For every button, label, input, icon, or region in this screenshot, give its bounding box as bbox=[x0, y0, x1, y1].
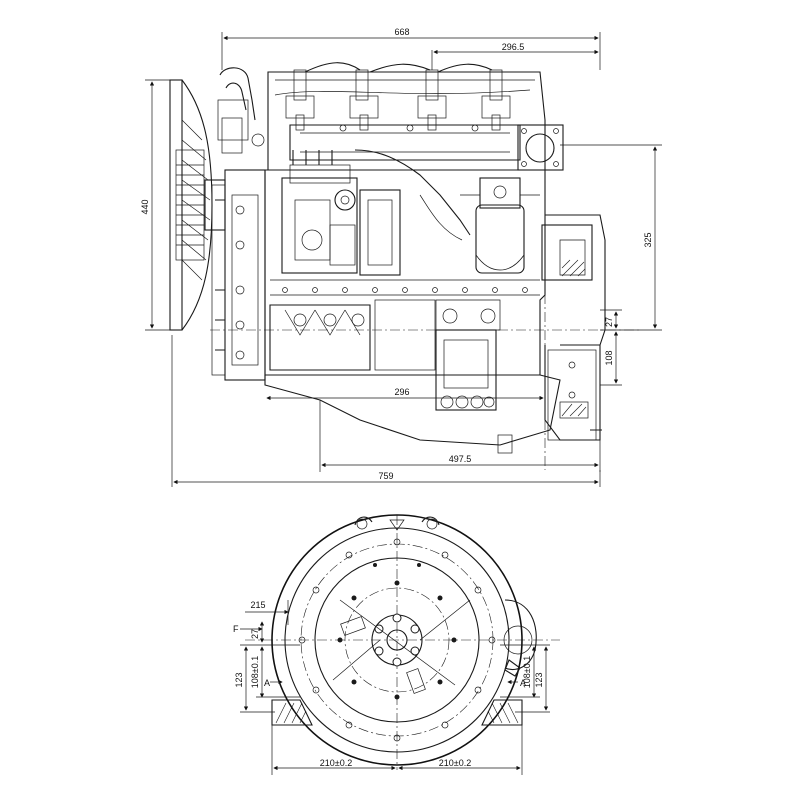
dim-215: 215 bbox=[250, 600, 265, 610]
side-view-dimensions: 668 296.5 440 325 27 108 296 497.5 759 bbox=[140, 27, 662, 487]
label-a-left: A bbox=[264, 678, 270, 688]
flywheel-housing bbox=[541, 214, 606, 441]
oil-filter bbox=[435, 299, 501, 411]
injection-pump bbox=[281, 149, 471, 276]
fuel-filter bbox=[460, 177, 540, 274]
dim-fw-210-left: 210±0.2 bbox=[320, 758, 352, 768]
dim-fw-123-left: 123 bbox=[234, 672, 244, 687]
dim-fw-210-right: 210±0.2 bbox=[439, 758, 471, 768]
dim-fw-27: 27 bbox=[250, 629, 260, 639]
dim-108: 108 bbox=[604, 350, 614, 365]
label-a-right: A bbox=[520, 678, 526, 688]
front-housing bbox=[211, 169, 266, 381]
dim-fw-108-right: 108±0.1 bbox=[522, 656, 532, 688]
fan-assembly bbox=[169, 79, 226, 331]
dim-fw-123-right: 123 bbox=[534, 672, 544, 687]
water-outlet-pipe bbox=[217, 67, 265, 154]
dim-759: 759 bbox=[378, 471, 393, 481]
cylinder-head bbox=[267, 62, 564, 171]
label-f: F bbox=[233, 624, 239, 634]
dim-27: 27 bbox=[604, 317, 614, 327]
dim-2965: 296.5 bbox=[502, 42, 525, 52]
flywheel-view-dimensions: 215 F 27 123 108±0.1 A 123 108±0.1 A 210… bbox=[233, 600, 550, 775]
intake-manifold bbox=[269, 299, 436, 371]
dim-4975: 497.5 bbox=[449, 454, 472, 464]
engine-side-view bbox=[169, 62, 640, 470]
dim-668: 668 bbox=[394, 27, 409, 37]
flywheel-end-view bbox=[245, 514, 560, 770]
dim-325: 325 bbox=[643, 232, 653, 247]
dim-fw-108-left: 108±0.1 bbox=[250, 656, 260, 688]
flange-bolt-holes bbox=[298, 538, 496, 742]
engine-block bbox=[264, 169, 561, 454]
dim-296: 296 bbox=[394, 387, 409, 397]
dim-440: 440 bbox=[140, 199, 150, 214]
